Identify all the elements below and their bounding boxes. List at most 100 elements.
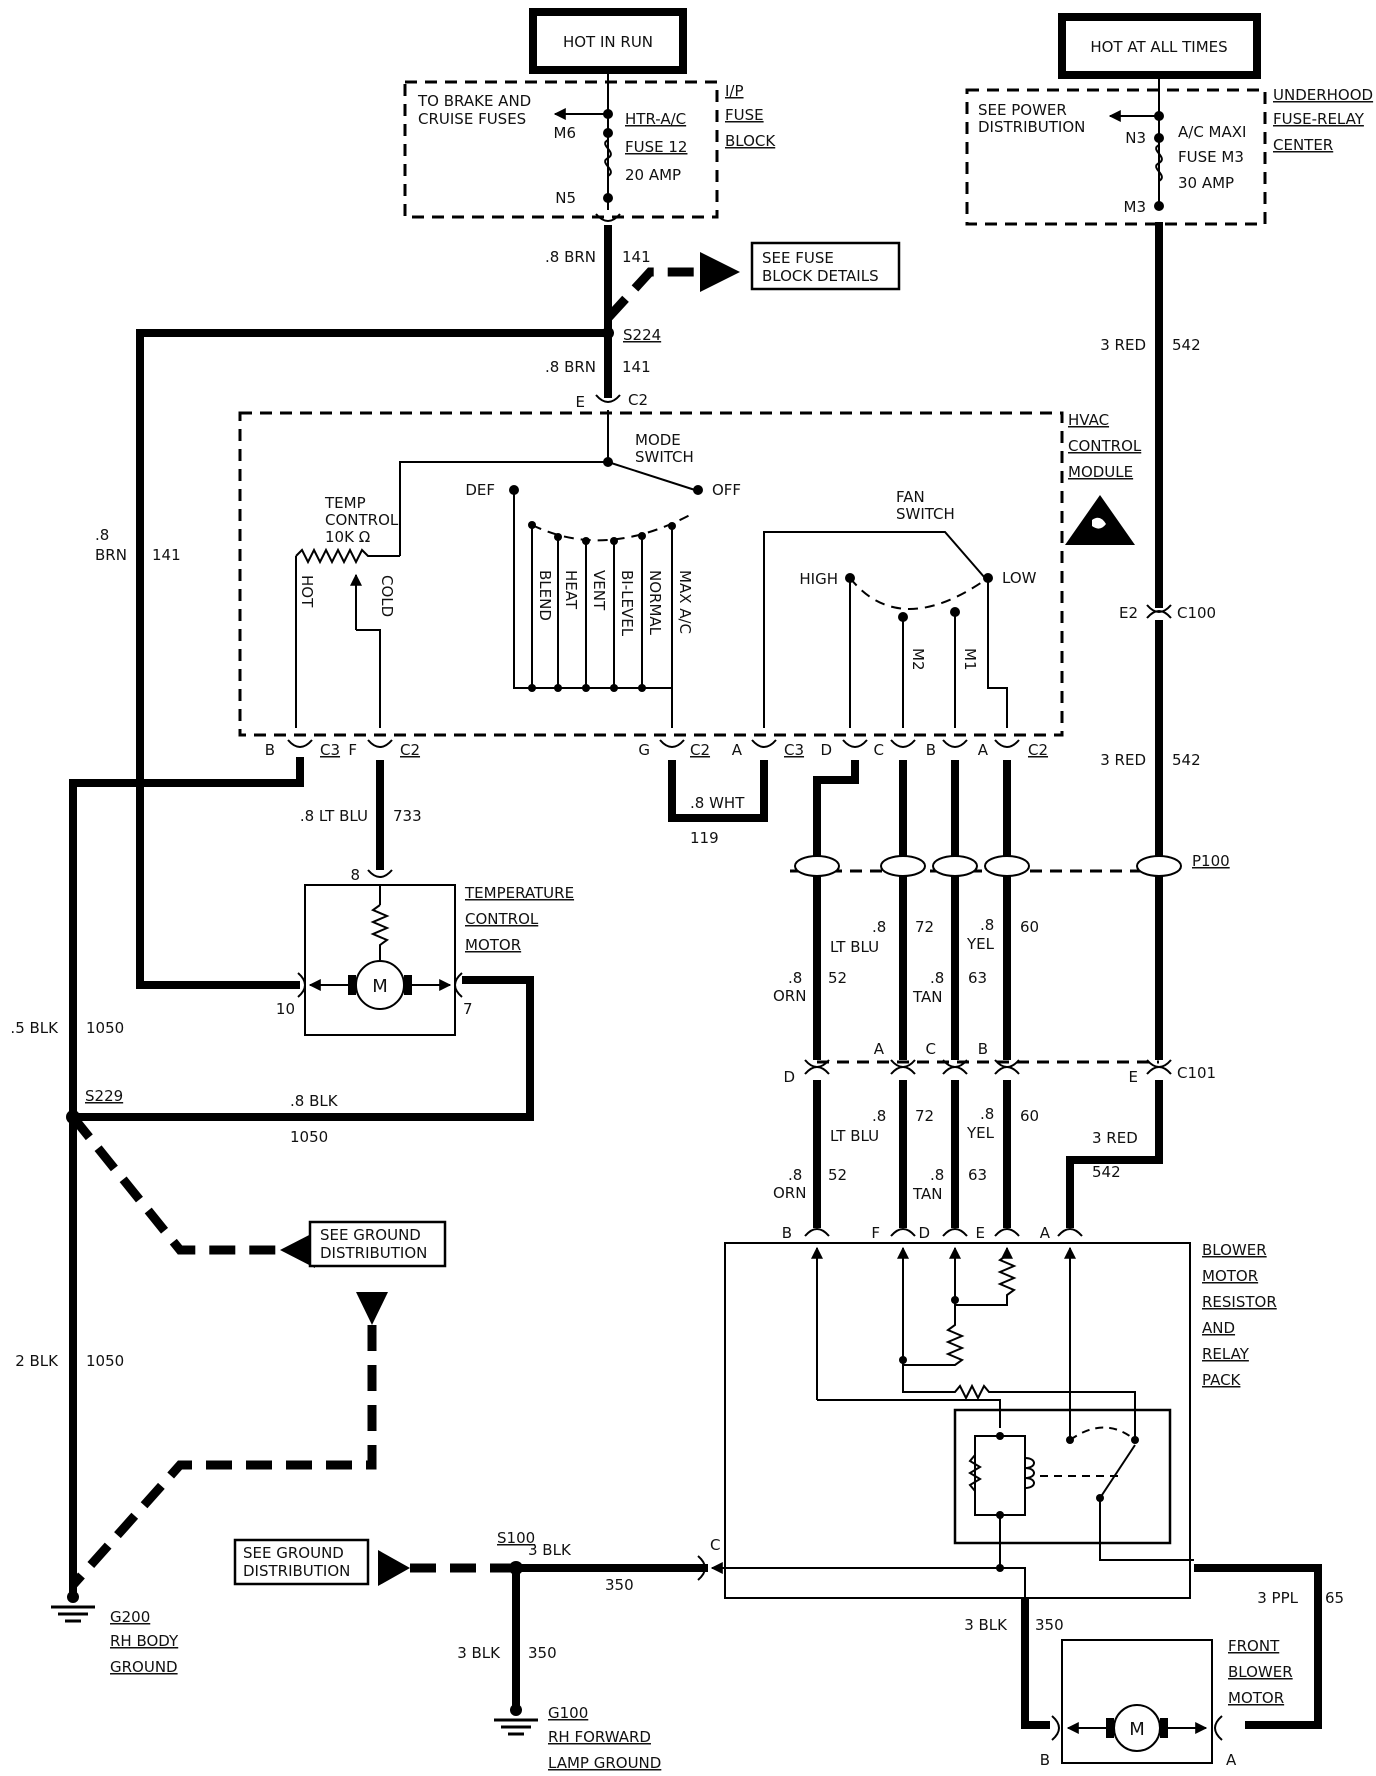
mode-switch-line1: MODE xyxy=(635,431,681,449)
wire-3ppl: 3 PPL xyxy=(1257,1589,1298,1607)
fuse-20amp-label: 20 AMP xyxy=(625,166,681,184)
wire-63-a: 63 xyxy=(968,969,987,987)
fan-m1: M1 xyxy=(961,648,979,671)
wire-3red-bot: 3 RED xyxy=(1092,1129,1138,1147)
ac-maxi-label: A/C MAXI xyxy=(1178,123,1246,141)
mode-def-label: DEF xyxy=(465,481,495,499)
underhood-label-3: CENTER xyxy=(1273,136,1333,154)
wire-63-b: 63 xyxy=(968,1166,987,1184)
mode-heat: HEAT xyxy=(562,570,580,610)
hot-at-all-times-label: HOT AT ALL TIMES xyxy=(1090,38,1227,56)
wire-72-b: 72 xyxy=(915,1107,934,1125)
underhood-label-1: UNDERHOOD xyxy=(1273,86,1373,104)
fuse-term-m3: M3 xyxy=(1124,198,1147,216)
mode-vent: VENT xyxy=(590,570,608,611)
wire-ltblu-a: LT BLU xyxy=(830,938,879,956)
g100-label-1: G100 xyxy=(548,1704,588,1722)
wire-3red-mid: 3 RED xyxy=(1100,751,1146,769)
temp-control-line1: TEMP xyxy=(324,494,366,512)
conn-a-c2: A xyxy=(978,741,989,759)
wire-3blk-s100: 3 BLK xyxy=(528,1541,572,1559)
ground-dist-upper-line1: SEE GROUND xyxy=(320,1226,421,1244)
splice-s100: S100 xyxy=(497,1529,535,1547)
wire-350-blower: 350 xyxy=(1035,1616,1064,1634)
wire-dot8-f: .8 xyxy=(980,1105,994,1123)
wire-2blk: 2 BLK xyxy=(15,1352,59,1370)
mode-bilevel: BI-LEVEL xyxy=(618,570,636,637)
dashed-lines xyxy=(69,252,1159,1588)
wire-08brn-top: .8 BRN xyxy=(545,248,596,266)
conn-c2-right: C2 xyxy=(1028,741,1048,759)
wire-350-s100: 350 xyxy=(605,1576,634,1594)
wire-dot8-c: .8 xyxy=(788,969,802,987)
conn-c2-g: C2 xyxy=(690,741,710,759)
wire-dot8-a: .8 xyxy=(872,918,886,936)
fuse-term-n3: N3 xyxy=(1125,129,1146,147)
see-fuse-block-details-box[interactable]: SEE FUSE BLOCK DETAILS xyxy=(750,241,901,291)
ip-fuse-label-3: BLOCK xyxy=(725,132,776,150)
conn-e-top: E xyxy=(576,393,585,411)
see-fuse-line2: BLOCK DETAILS xyxy=(762,267,879,285)
wire-60-a: 60 xyxy=(1020,918,1039,936)
splice-s224: S224 xyxy=(623,326,661,344)
wire-08blk: .8 BLK xyxy=(290,1092,339,1110)
g200-label-1: G200 xyxy=(110,1608,150,1626)
mode-position-contacts xyxy=(528,521,676,692)
conn-c-c2: C xyxy=(874,741,884,759)
conn-c3-left: C3 xyxy=(320,741,340,759)
conn-c101-a: A xyxy=(874,1040,885,1058)
wire-52-a: 52 xyxy=(828,969,847,987)
ground-dist-upper-line2: DISTRIBUTION xyxy=(320,1244,427,1262)
pack-label-1: BLOWER xyxy=(1202,1241,1267,1259)
see-ground-distribution-box-lower[interactable]: SEE GROUND DISTRIBUTION xyxy=(233,1538,370,1586)
wire-yel-b: YEL xyxy=(966,1124,995,1142)
conn-c3-a: C3 xyxy=(784,741,804,759)
wire-ltblu-b: LT BLU xyxy=(830,1127,879,1145)
front-blower-label-1: FRONT xyxy=(1228,1637,1280,1655)
wire-3blk-g100: 3 BLK xyxy=(457,1644,501,1662)
g200-label-3: GROUND xyxy=(110,1658,178,1676)
splice-s229: S229 xyxy=(85,1087,123,1105)
wire-orn-a: ORN xyxy=(773,987,806,1005)
wire-60-b: 60 xyxy=(1020,1107,1039,1125)
pack-pin-c: C xyxy=(710,1536,720,1554)
wire-brn-left: BRN xyxy=(95,546,127,564)
wire-141-left: 141 xyxy=(152,546,181,564)
wire-08ltblu: .8 LT BLU xyxy=(300,807,368,825)
wire-dot8-d: .8 xyxy=(930,969,944,987)
wire-542-top: 542 xyxy=(1172,336,1201,354)
temp-motor-pin10: 10 xyxy=(276,1000,295,1018)
ip-fuse-label-1: I/P xyxy=(725,82,744,100)
temp-motor-label-2: CONTROL xyxy=(465,910,539,928)
fan-m2: M2 xyxy=(909,648,927,671)
wire-1050-a: 1050 xyxy=(86,1019,124,1037)
conn-c101-c: C xyxy=(926,1040,936,1058)
pack-pin-a: A xyxy=(1040,1224,1051,1242)
splice-s100-dot xyxy=(509,1561,523,1575)
see-ground-distribution-box-upper[interactable]: SEE GROUND DISTRIBUTION xyxy=(308,1220,447,1268)
conn-a-c3: A xyxy=(732,741,743,759)
temp-motor-symbol: M xyxy=(372,976,388,997)
see-fuse-line1: SEE FUSE xyxy=(762,249,834,267)
splice-s224-dot xyxy=(602,327,614,339)
conn-d-c2: D xyxy=(820,741,832,759)
front-blower-label-2: BLOWER xyxy=(1228,1663,1293,1681)
fuse-term-n5: N5 xyxy=(555,189,576,207)
see-power-line2: DISTRIBUTION xyxy=(978,118,1085,136)
conn-b-c3: B xyxy=(265,741,275,759)
ip-fuse-block: TO BRAKE AND CRUISE FUSES M6 N5 HTR-A/C … xyxy=(403,70,776,219)
temp-motor-pin7: 7 xyxy=(463,1000,473,1018)
wire-dot8-g: .8 xyxy=(788,1166,802,1184)
wire-3blk-blower: 3 BLK xyxy=(964,1616,1008,1634)
front-blower-pin-b: B xyxy=(1040,1751,1050,1769)
wire-08wht: .8 WHT xyxy=(690,794,745,812)
ground-g200: G200 RH BODY GROUND xyxy=(51,1591,179,1676)
wire-542-mid: 542 xyxy=(1172,751,1201,769)
ground-dist-lower-line2: DISTRIBUTION xyxy=(243,1562,350,1580)
ip-fuse-label-2: FUSE xyxy=(725,106,764,124)
g200-label-2: RH BODY xyxy=(110,1632,179,1650)
conn-c100: C100 xyxy=(1177,604,1216,622)
hvac-label-3: MODULE xyxy=(1068,463,1133,481)
wire-08-left: .8 xyxy=(95,526,109,544)
underhood-label-2: FUSE-RELAY xyxy=(1273,110,1365,128)
